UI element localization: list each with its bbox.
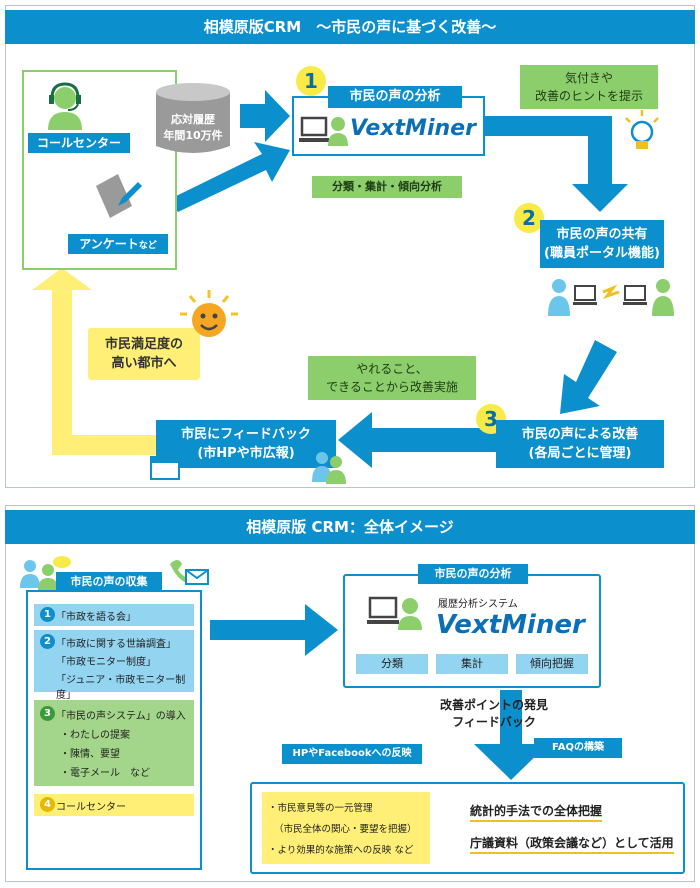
step1-badge: 1	[296, 66, 326, 96]
collect-item-2-line1: 「市政に関する世論調査」	[56, 639, 176, 650]
citizen-icon	[312, 452, 346, 484]
step3-line2: (各局ごとに管理)	[528, 446, 632, 461]
right-tag: FAQの構築	[534, 738, 622, 758]
feedback-box: 市民にフィードバック (市HPや市広報)	[156, 420, 336, 468]
survey-label: アンケートなど	[68, 234, 168, 254]
arrow-to-step2	[485, 116, 628, 212]
discovery-line1: 改善ポイントの発見	[439, 698, 548, 712]
implement-line1: やれること、	[356, 362, 428, 376]
survey-pencil-icon	[96, 174, 142, 218]
collect-item-2-line3: 「ジュニア・市政モニター制度」	[56, 675, 186, 701]
feedback-line1: 市民にフィードバック	[181, 427, 311, 442]
step1-tag: 分類・集計・傾向分析	[312, 176, 462, 198]
collect-item-2-badge: 2	[40, 634, 55, 649]
analysis-tab-3: 傾向把握	[516, 654, 588, 674]
collect-item-4: 4 コールセンター	[34, 794, 194, 816]
results-left-line2: （市民全体の関心・要望を把握）	[274, 824, 417, 835]
goal-line1: 市民満足度の	[104, 337, 183, 352]
step2-box: 市民の声の共有 (職員ポータル機能)	[540, 220, 664, 268]
collect-item-2-line2: 「市政モニター制度」	[56, 657, 156, 668]
analysis-title: 市民の声の分析	[418, 564, 528, 584]
goal-box: 市民満足度の 高い都市へ	[88, 328, 200, 380]
feedback-line2: (市HPや市広報)	[197, 446, 295, 461]
browser-window-icon	[150, 456, 180, 480]
collect-item-1-badge: 1	[40, 607, 55, 622]
analysis-computer-icon	[367, 596, 422, 630]
lightbulb-icon	[625, 110, 659, 149]
step3-line1: 市民の声による改善	[521, 427, 639, 442]
collect-item-3-line4: ・電子メール など	[60, 768, 150, 779]
computer-user-icon	[299, 116, 348, 146]
analysis-system: 履歴分析システム	[438, 599, 518, 610]
step1-logo: VextMiner	[350, 116, 476, 141]
implement-bubble: やれること、 できることから改善実施	[308, 356, 476, 400]
bottom-title: 相模原版 CRM：全体イメージ	[5, 510, 695, 544]
return-arrowhead	[32, 268, 92, 290]
step3-box: 市民の声による改善 (各局ごとに管理)	[496, 420, 664, 468]
arrow-to-feedback	[338, 412, 498, 468]
arrow-to-step1	[240, 90, 290, 142]
goal-line2: 高い都市へ	[111, 356, 177, 371]
headset-person-icon	[48, 82, 82, 130]
collect-title: 市民の声の収集	[56, 572, 162, 592]
step1-title: 市民の声の分析	[328, 86, 462, 108]
database-icon	[156, 83, 230, 153]
collect-people-icon	[20, 556, 209, 590]
collect-item-3-line1: 「市民の声システム」の導入	[56, 711, 186, 722]
survey-text: アンケート	[79, 237, 139, 251]
discovery-line2: フィードバック	[452, 715, 536, 729]
collect-item-3-line2: ・わたしの提案	[60, 730, 130, 741]
hint-line1: 気付きや	[564, 71, 613, 85]
analysis-logo: VextMiner	[436, 610, 585, 640]
arrow-survey-to-step1	[168, 142, 290, 212]
collect-item-1-text: 「市政を語る会」	[56, 612, 136, 623]
collect-item-4-text: コールセンター	[56, 802, 126, 813]
hint-line2: 改善のヒントを提示	[534, 89, 643, 103]
history-line2: 年間10万件	[163, 129, 223, 142]
step2-line2: (職員ポータル機能)	[544, 246, 660, 261]
collect-item-4-badge: 4	[40, 797, 55, 812]
step2-line1: 市民の声の共有	[556, 227, 648, 242]
history-line1: 応対履歴	[171, 113, 215, 126]
results-out1: 統計的手法での全体把握	[470, 802, 603, 822]
step2-badge: 2	[514, 203, 544, 233]
results-out2: 庁議資料（政策会議など）として活用	[470, 834, 674, 854]
top-title: 相模原版CRM ～市民の声に基づく改善～	[5, 10, 695, 44]
results-left-line1: ・市民意見等の一元管理	[268, 803, 373, 814]
sun-smile-icon	[180, 290, 238, 337]
call-center-label: コールセンター	[28, 133, 130, 153]
results-left: ・市民意見等の一元管理 （市民全体の関心・要望を把握） ・より効果的な施策への反…	[262, 792, 430, 864]
results-left-line3: ・より効果的な施策への反映 など	[268, 845, 414, 856]
collect-item-3-line3: ・陳情、要望	[60, 749, 120, 760]
collect-item-2: 2 「市政に関する世論調査」 「市政モニター制度」 「ジュニア・市政モニター制度…	[34, 630, 194, 701]
survey-suffix: など	[138, 241, 157, 251]
left-tag: HPやFacebookへの反映	[282, 744, 422, 764]
collect-item-1: 1 「市政を語る会」	[34, 604, 194, 626]
staff-sharing-icon	[548, 279, 674, 316]
analysis-tab-2: 集計	[436, 654, 508, 674]
collect-item-3-badge: 3	[40, 706, 55, 721]
analysis-tab-1: 分類	[356, 654, 428, 674]
collect-item-3: 3 「市民の声システム」の導入 ・わたしの提案 ・陳情、要望 ・電子メール など	[34, 700, 194, 786]
hint-bubble: 気付きや 改善のヒントを提示	[520, 65, 658, 109]
implement-line2: できることから改善実施	[326, 380, 458, 394]
arrow-to-step3	[560, 340, 617, 414]
